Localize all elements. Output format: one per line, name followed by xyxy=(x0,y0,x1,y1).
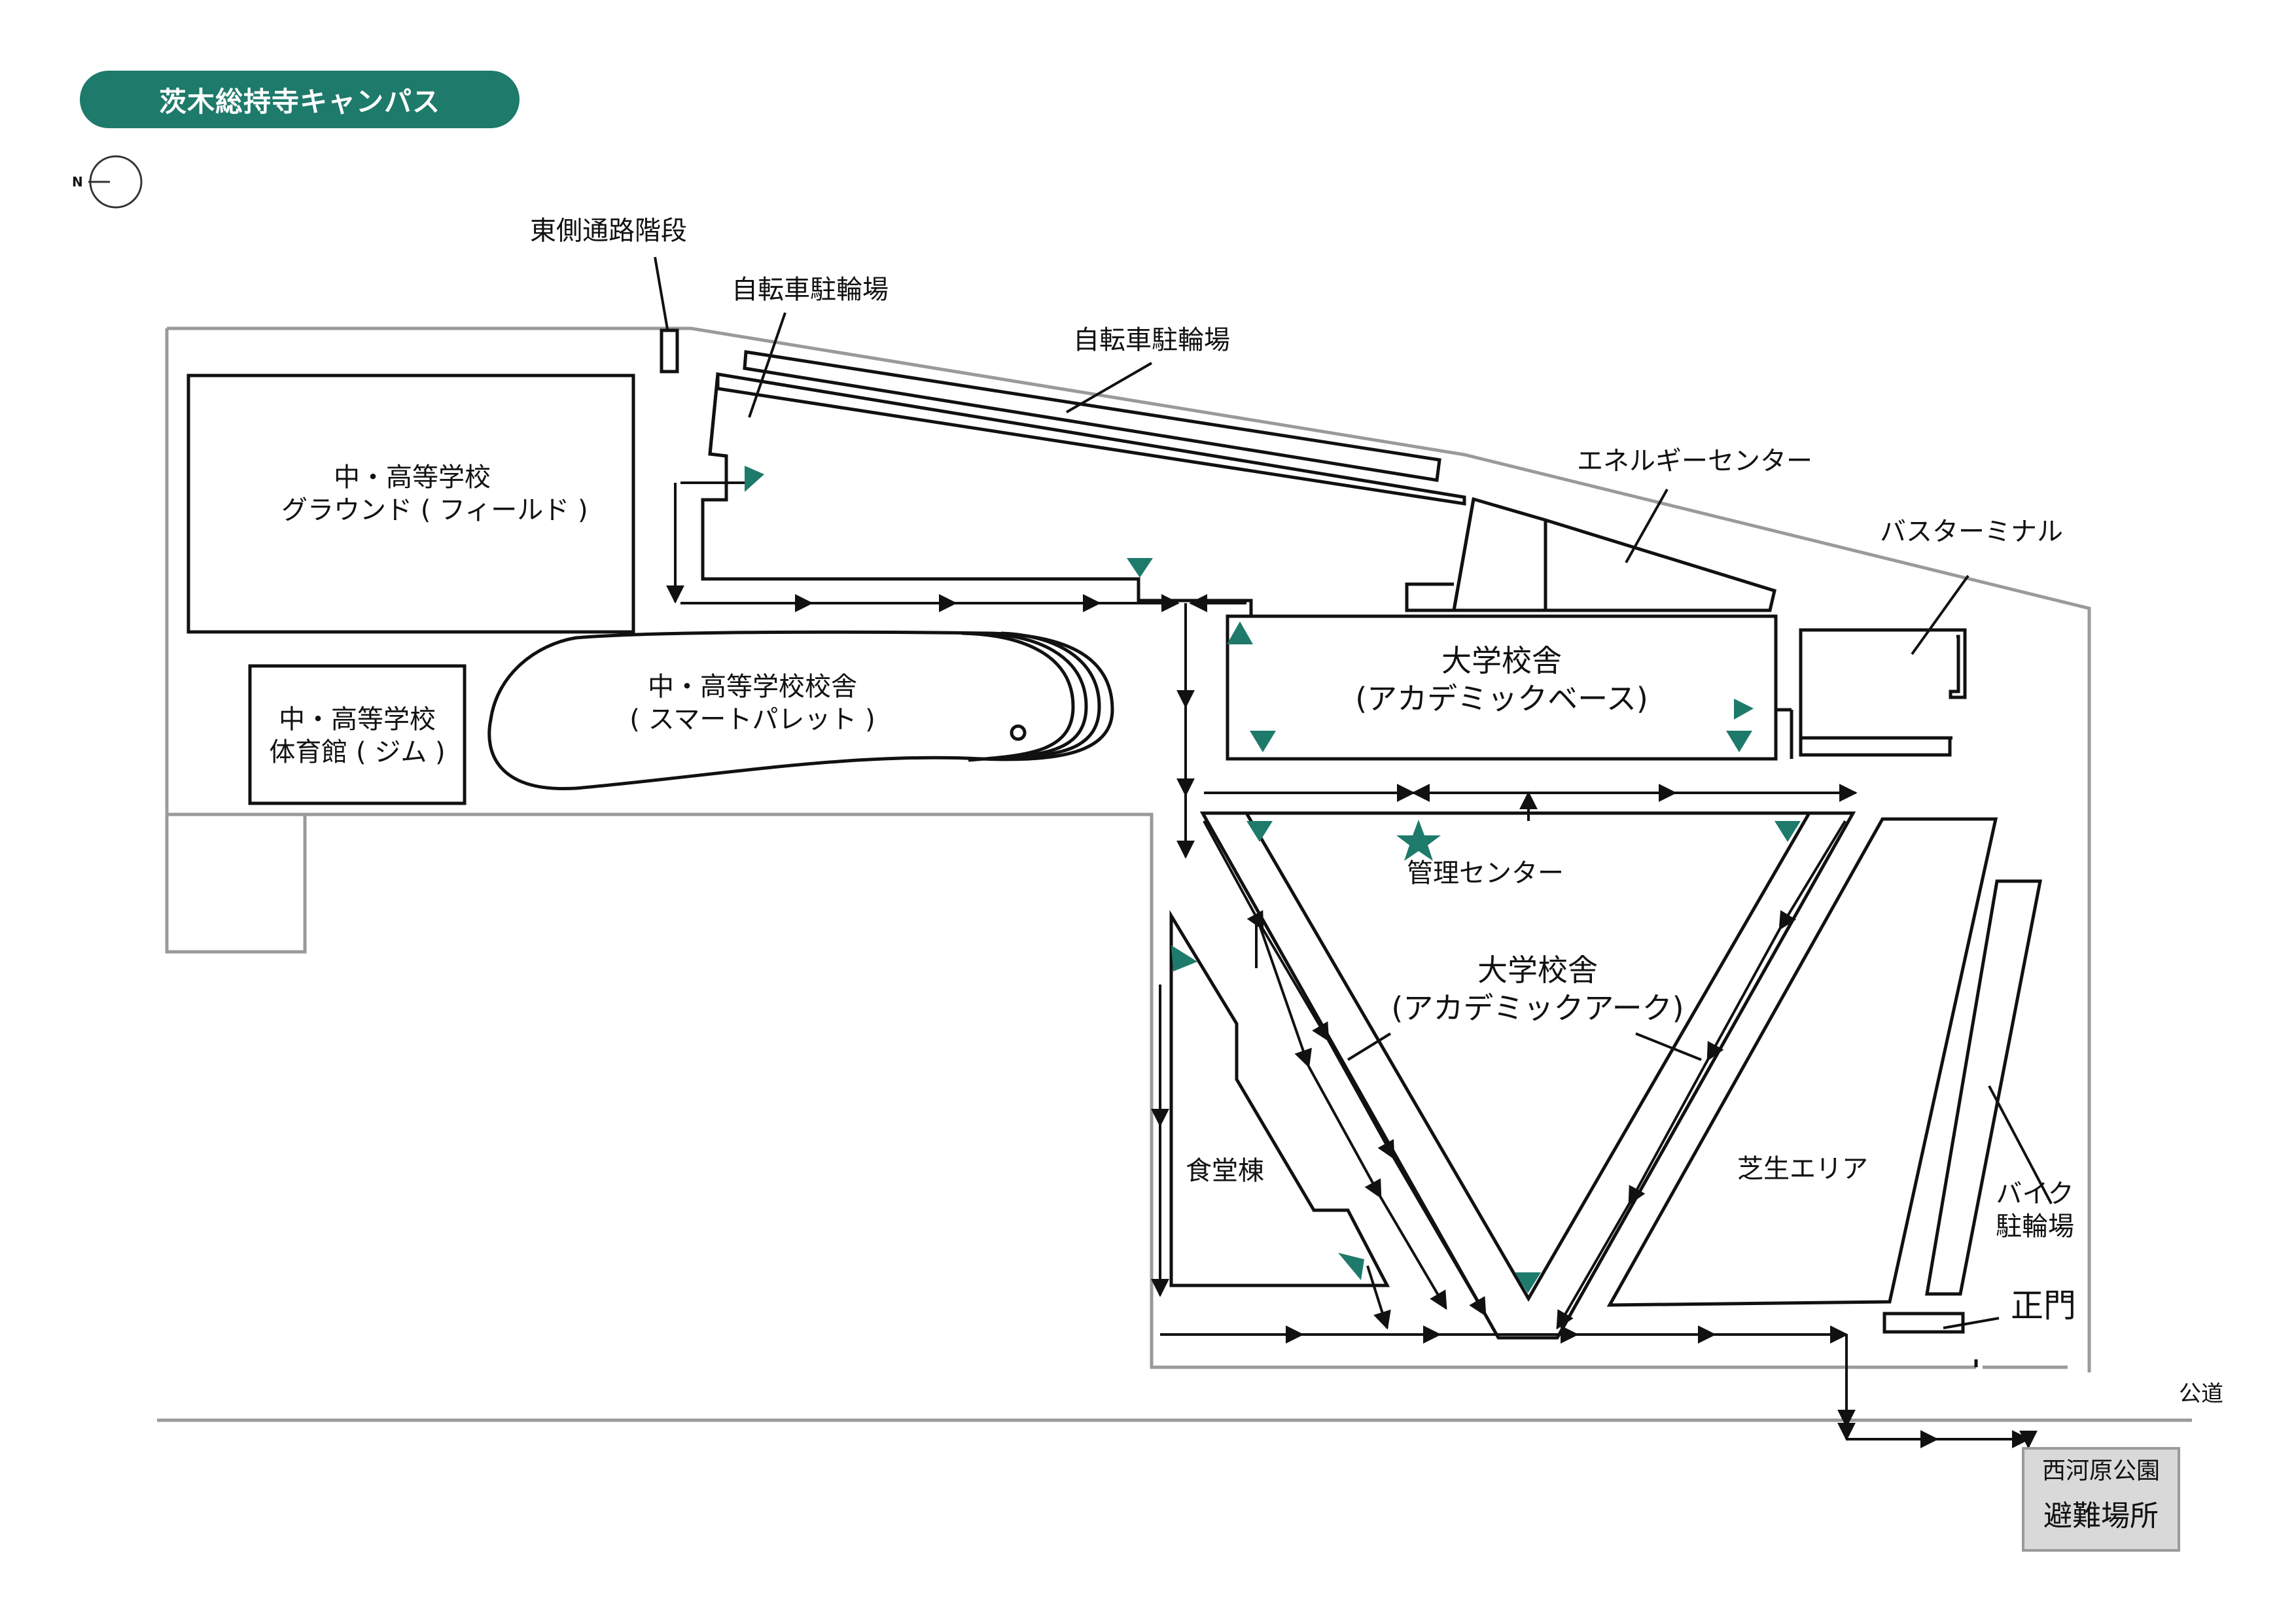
bike-parking-label-2: 自転車駐輪場 xyxy=(1073,325,1230,355)
exit-marker-icon xyxy=(1726,731,1752,752)
exit-marker-icon xyxy=(1515,1272,1541,1293)
evacuation-routes xyxy=(666,481,2038,1449)
academic-base-label-line1: 大学校舎 xyxy=(1441,643,1562,678)
management-center-label: 管理センター xyxy=(1407,858,1564,888)
school-building-label-line2: ( スマートパレット ) xyxy=(629,705,875,735)
bike-parking-long xyxy=(743,350,1441,482)
energy-center-label: エネルギーセンター xyxy=(1577,446,1812,476)
ground-label-line2: グラウンド ( フィールド ) xyxy=(281,495,588,525)
east-stairs xyxy=(660,328,679,374)
exit-marker-icon xyxy=(745,466,764,492)
school-building-label-line1: 中・高等学校校舎 xyxy=(648,672,857,702)
refuge-label-line1: 西河原公園 xyxy=(2041,1457,2160,1484)
exit-markers xyxy=(745,466,1801,1293)
public-road-label: 公道 xyxy=(2179,1381,2223,1407)
academic-base-label-line2: (アカデミックベース) xyxy=(1355,680,1648,716)
compass-label: N xyxy=(72,174,83,190)
school-building-label: 中・高等学校校舎 ( スマートパレット ) xyxy=(615,671,890,736)
motorbike-label-line1: バイク xyxy=(1996,1179,2074,1209)
academic-arc-label: 大学校舎 (アカデミックアーク) xyxy=(1381,952,1695,1027)
ground-label: 中・高等学校 グラウンド ( フィールド ) xyxy=(281,461,588,527)
motorbike-parking-label: バイク 駐輪場 xyxy=(1983,1178,2087,1243)
gym-label-line2: 体育館 ( ジム ) xyxy=(269,737,446,767)
academic-base-label: 大学校舎 (アカデミックベース) xyxy=(1345,642,1659,718)
lawn-area xyxy=(1606,817,1998,1307)
motorbike-parking xyxy=(1925,879,2043,1296)
exit-marker-icon xyxy=(1171,945,1197,971)
gym-label-line1: 中・高等学校 xyxy=(279,705,436,735)
exit-marker-icon xyxy=(1250,731,1276,752)
exit-marker-icon xyxy=(1227,621,1253,644)
management-center-star-icon xyxy=(1396,820,1441,861)
east-stairs-label: 東側通路階段 xyxy=(530,216,687,246)
bus-terminal xyxy=(1799,628,1956,740)
cafeteria-building xyxy=(1169,910,1390,1287)
lawn-area-label: 芝生エリア xyxy=(1737,1154,1868,1184)
gym-label: 中・高等学校 体育館 ( ジム ) xyxy=(250,703,465,769)
exit-marker-icon xyxy=(1338,1253,1364,1280)
refuge-label-line2: 避難場所 xyxy=(2043,1499,2159,1533)
exit-marker-icon xyxy=(1775,821,1801,842)
ground-field xyxy=(186,374,635,634)
main-gate xyxy=(1882,1312,1965,1334)
refuge-area: 西河原公園 避難場所 xyxy=(2022,1447,2180,1552)
leader-lines xyxy=(654,256,2053,1329)
bike-parking-label-1: 自転車駐輪場 xyxy=(732,275,889,305)
compass-icon xyxy=(88,155,143,209)
academic-arc-label-line1: 大学校舎 xyxy=(1477,952,1598,988)
academic-arc-label-line2: (アカデミックアーク) xyxy=(1391,990,1684,1026)
gym-building xyxy=(248,664,467,805)
energy-center xyxy=(1452,497,1776,612)
academic-base-building xyxy=(1226,614,1778,761)
ground-label-line1: 中・高等学校 xyxy=(334,462,491,493)
motorbike-label-line2: 駐輪場 xyxy=(1996,1212,2074,1242)
smart-pallet-building xyxy=(487,630,1114,791)
bus-terminal-label: バスターミナル xyxy=(1880,517,2063,547)
exit-marker-icon xyxy=(1734,699,1754,720)
cafeteria-label: 食堂棟 xyxy=(1186,1156,1264,1186)
exit-marker-icon xyxy=(1127,558,1153,578)
main-gate-label: 正門 xyxy=(2011,1287,2076,1325)
exit-marker-icon xyxy=(1246,821,1273,842)
campus-title: 茨木総持寺キャンパス xyxy=(80,71,520,128)
